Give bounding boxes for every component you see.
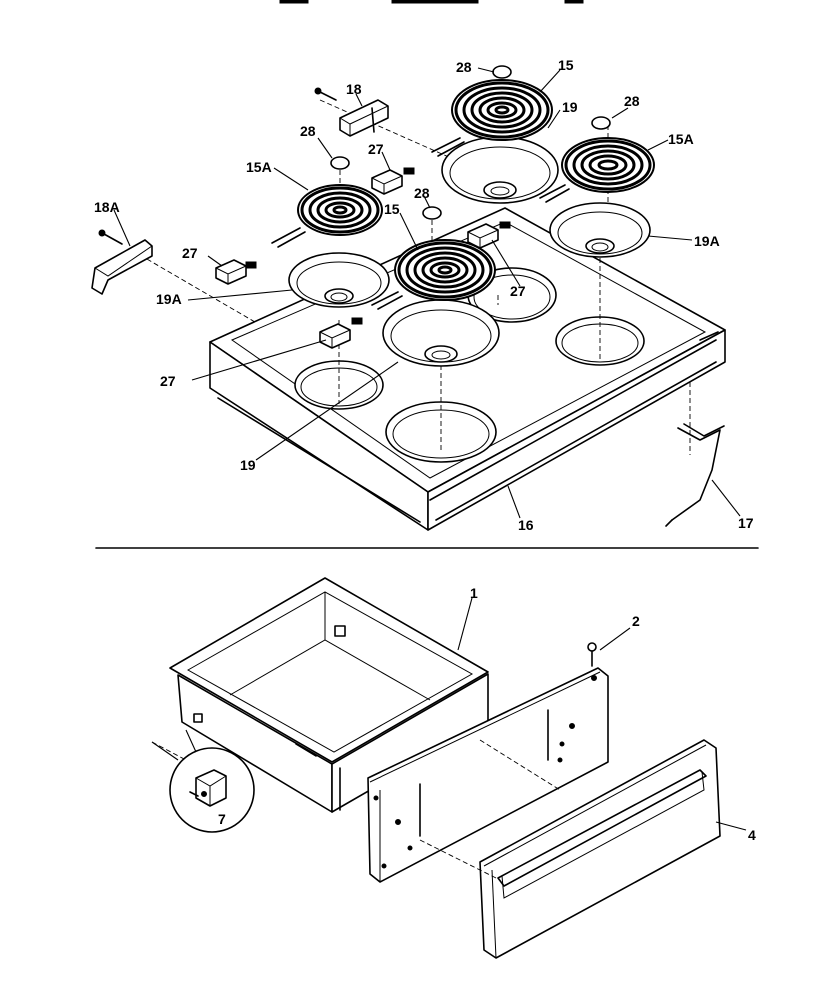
label-15A-a: 15A bbox=[668, 131, 694, 147]
element-terminals bbox=[271, 137, 570, 310]
label-28-d: 28 bbox=[414, 185, 430, 201]
label-27-c: 27 bbox=[510, 283, 526, 299]
label-7: 7 bbox=[218, 811, 226, 827]
label-28-c: 28 bbox=[300, 123, 316, 139]
label-2: 2 bbox=[632, 613, 640, 629]
receptacle-27-right bbox=[467, 221, 511, 249]
label-15-b: 15 bbox=[384, 201, 400, 217]
surface-element-15-front bbox=[394, 239, 496, 301]
detail-circle-7 bbox=[169, 747, 255, 833]
bracket-18 bbox=[339, 99, 389, 137]
label-19-a: 19 bbox=[562, 99, 578, 115]
drip-pan-19-front bbox=[382, 299, 500, 367]
lower-leader-lines bbox=[457, 597, 747, 831]
drip-pan-19-rear bbox=[441, 136, 559, 204]
receptacle-27-left bbox=[215, 259, 257, 285]
screw-2 bbox=[587, 642, 597, 667]
screw-18 bbox=[314, 87, 337, 101]
label-27-a: 27 bbox=[368, 141, 384, 157]
drawer-front-4 bbox=[479, 739, 721, 959]
upper-leader-lines bbox=[113, 67, 741, 519]
screw-18A bbox=[98, 229, 123, 245]
drip-pan-19A-left bbox=[288, 252, 390, 308]
label-18A: 18A bbox=[94, 199, 120, 215]
bracket-18A bbox=[91, 239, 153, 295]
surface-element-15A-left bbox=[297, 184, 383, 236]
label-17: 17 bbox=[738, 515, 754, 531]
receptacle-27-rear bbox=[371, 167, 415, 195]
label-19-b: 19 bbox=[240, 457, 256, 473]
label-1: 1 bbox=[470, 585, 478, 601]
label-15A-b: 15A bbox=[246, 159, 272, 175]
trim-ring-28-group bbox=[330, 65, 611, 220]
drip-pan-19A-right bbox=[549, 202, 651, 258]
surface-element-15A-right bbox=[561, 137, 655, 193]
surface-element-15-rear bbox=[451, 79, 553, 141]
part-labels: 28 15 19 28 15A 18 28 27 15A 28 15 18A 2… bbox=[94, 57, 756, 843]
header-fragment bbox=[279, 0, 584, 4]
drawer-detail-callout-lines bbox=[151, 729, 197, 761]
label-28-a: 28 bbox=[456, 59, 472, 75]
label-19A-b: 19A bbox=[694, 233, 720, 249]
label-18: 18 bbox=[346, 81, 362, 97]
drawer-panel-2 bbox=[367, 667, 609, 883]
label-19A-a: 19A bbox=[156, 291, 182, 307]
label-27-d: 27 bbox=[160, 373, 176, 389]
drawer-assembly-lines bbox=[151, 739, 561, 881]
label-27-b: 27 bbox=[182, 245, 198, 261]
label-15-a: 15 bbox=[558, 57, 574, 73]
label-4: 4 bbox=[748, 827, 756, 843]
label-28-b: 28 bbox=[624, 93, 640, 109]
label-16: 16 bbox=[518, 517, 534, 533]
support-rod-17 bbox=[665, 423, 725, 527]
